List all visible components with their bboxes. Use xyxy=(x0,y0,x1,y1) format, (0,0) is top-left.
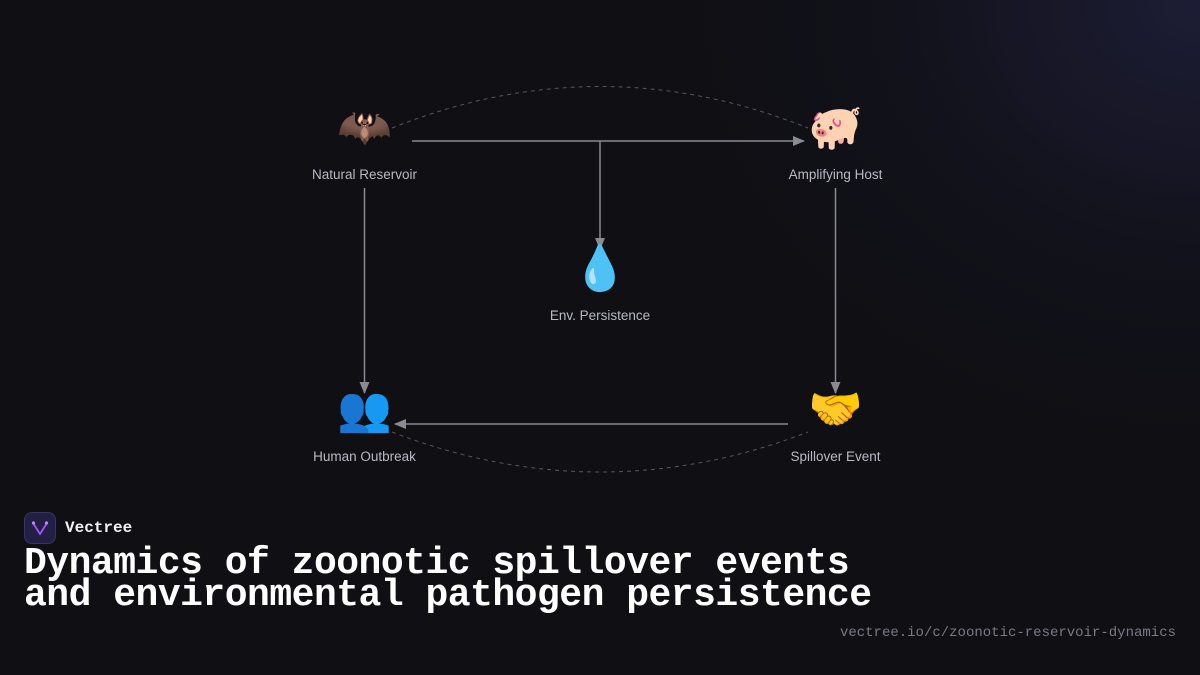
pig-icon: 🐖 xyxy=(808,103,863,152)
node-label-env-persistence: Env. Persistence xyxy=(550,308,650,323)
droplet-icon: 💧 xyxy=(573,243,628,293)
vectree-logo-icon xyxy=(24,512,56,544)
dashed-arc-bottom xyxy=(391,431,809,473)
node-spillover-event: 🤝 Spillover Event xyxy=(790,385,880,464)
brand-name: Vectree xyxy=(65,519,133,537)
node-label-spillover-event: Spillover Event xyxy=(790,449,880,464)
bat-icon: 🦇 xyxy=(337,103,392,152)
dashed-arc-top xyxy=(391,86,809,129)
node-env-persistence: 💧 Env. Persistence xyxy=(550,243,650,323)
people-icon: 👥 xyxy=(337,385,392,434)
source-url[interactable]: vectree.io/c/zoonotic-reservoir-dynamics xyxy=(839,625,1176,641)
node-natural-reservoir: 🦇 Natural Reservoir xyxy=(312,103,418,182)
node-label-natural-reservoir: Natural Reservoir xyxy=(312,167,418,182)
node-amplifying-host: 🐖 Amplifying Host xyxy=(789,103,883,182)
node-label-human-outbreak: Human Outbreak xyxy=(313,449,416,464)
page-title: Dynamics of zoonotic spillover events an… xyxy=(24,542,872,617)
handshake-icon: 🤝 xyxy=(808,385,863,434)
node-human-outbreak: 👥 Human Outbreak xyxy=(313,385,416,464)
node-label-amplifying-host: Amplifying Host xyxy=(789,167,883,182)
vectree-logo-mark xyxy=(31,521,49,535)
brand: Vectree xyxy=(24,512,132,544)
